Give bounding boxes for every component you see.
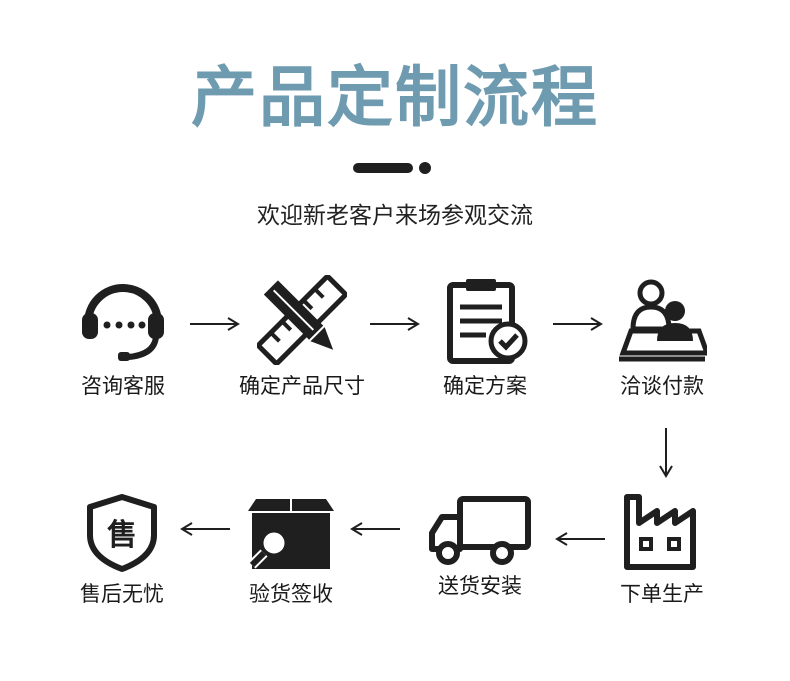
- step-delivery-install: 送货安装: [405, 495, 555, 601]
- step-label: 确定产品尺寸: [239, 374, 365, 398]
- step-production: 下单生产: [587, 493, 737, 609]
- arrow-right-icon: [553, 317, 603, 331]
- step-label: 确定方案: [443, 374, 527, 398]
- step-label: 下单生产: [620, 582, 704, 606]
- title-underline-decoration: [353, 162, 433, 174]
- step-label: 售后无忧: [80, 582, 164, 606]
- arrow-right-icon: [190, 317, 240, 331]
- step-confirm-size: 确定产品尺寸: [227, 275, 377, 401]
- step-label: 送货安装: [438, 574, 522, 598]
- factory-icon: [624, 494, 696, 570]
- box-inspect-icon: [248, 499, 334, 569]
- arrow-left-icon: [555, 532, 605, 546]
- step-negotiate-payment: 洽谈付款: [587, 275, 737, 401]
- headset-icon: [82, 284, 164, 361]
- after-sales-shield-icon: 售: [87, 494, 157, 572]
- step-after-sales: 售 售后无忧: [47, 493, 197, 609]
- page-subtitle: 欢迎新老客户来场参观交流: [257, 203, 533, 229]
- arrow-left-icon: [180, 522, 230, 536]
- step-consult: 咨询客服: [48, 275, 198, 401]
- arrow-down-icon: [659, 428, 673, 478]
- step-confirm-plan: 确定方案: [410, 275, 560, 401]
- page-title: 产品定制流程: [191, 59, 599, 136]
- step-inspect-receive: 验货签收: [216, 493, 366, 609]
- step-label: 洽谈付款: [620, 374, 704, 398]
- ruler-pencil-icon: [257, 275, 347, 365]
- arrow-left-icon: [350, 522, 400, 536]
- step-label: 验货签收: [249, 582, 333, 606]
- shield-badge-char: 售: [107, 518, 137, 553]
- clipboard-check-icon: [447, 279, 528, 364]
- step-label: 咨询客服: [81, 374, 165, 398]
- meeting-icon: [619, 279, 707, 362]
- arrow-right-icon: [370, 317, 420, 331]
- truck-icon: [429, 496, 531, 565]
